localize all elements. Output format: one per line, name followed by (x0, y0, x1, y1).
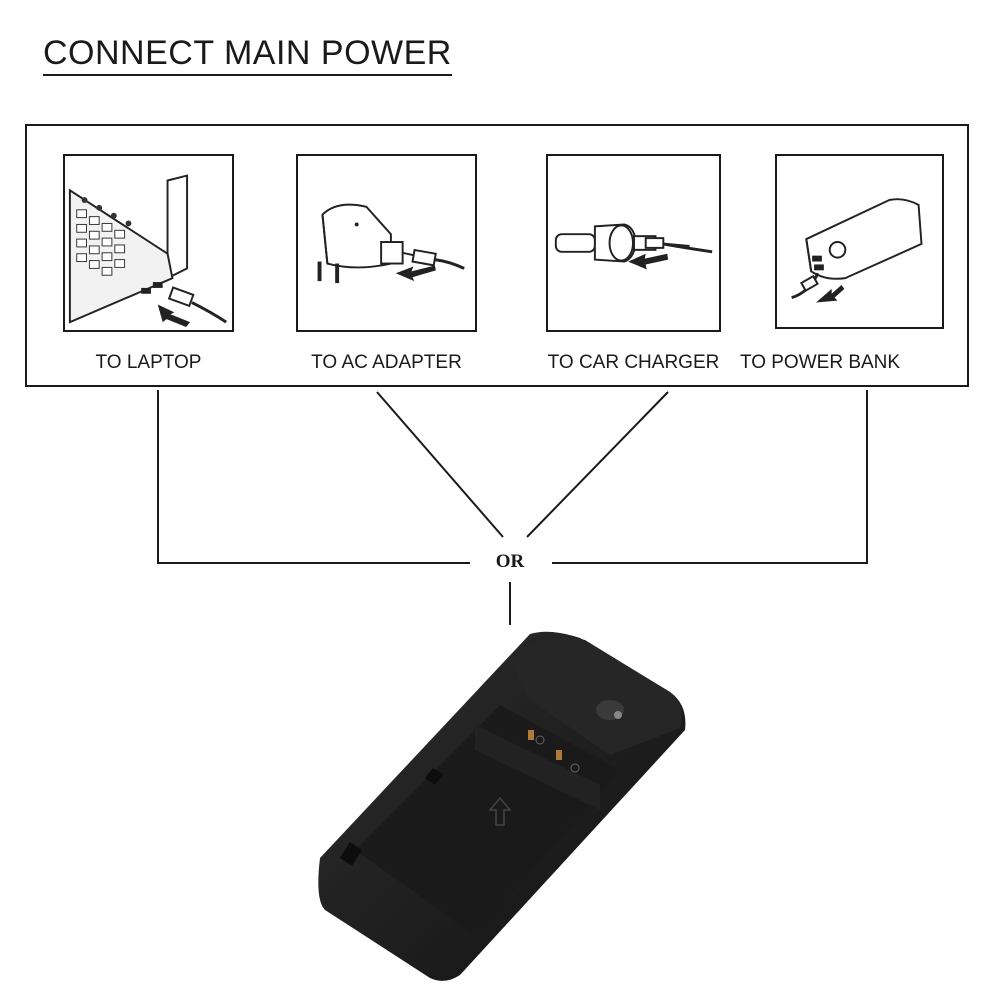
car-charger-icon (546, 154, 721, 332)
option-label-ac-adapter: TO AC ADAPTER (311, 352, 462, 373)
option-label-power-bank: TO POWER BANK (739, 352, 901, 373)
option-label-car-charger: TO CAR CHARGER (547, 352, 720, 373)
power-bank-icon (775, 154, 944, 329)
or-label: OR (495, 551, 525, 572)
power-options-panel (25, 124, 969, 387)
page-title: CONNECT MAIN POWER (43, 34, 452, 76)
ac-adapter-icon (296, 154, 477, 332)
option-label-laptop: TO LAPTOP (95, 352, 202, 373)
battery-charger-image (318, 631, 686, 981)
laptop-icon (63, 154, 234, 332)
